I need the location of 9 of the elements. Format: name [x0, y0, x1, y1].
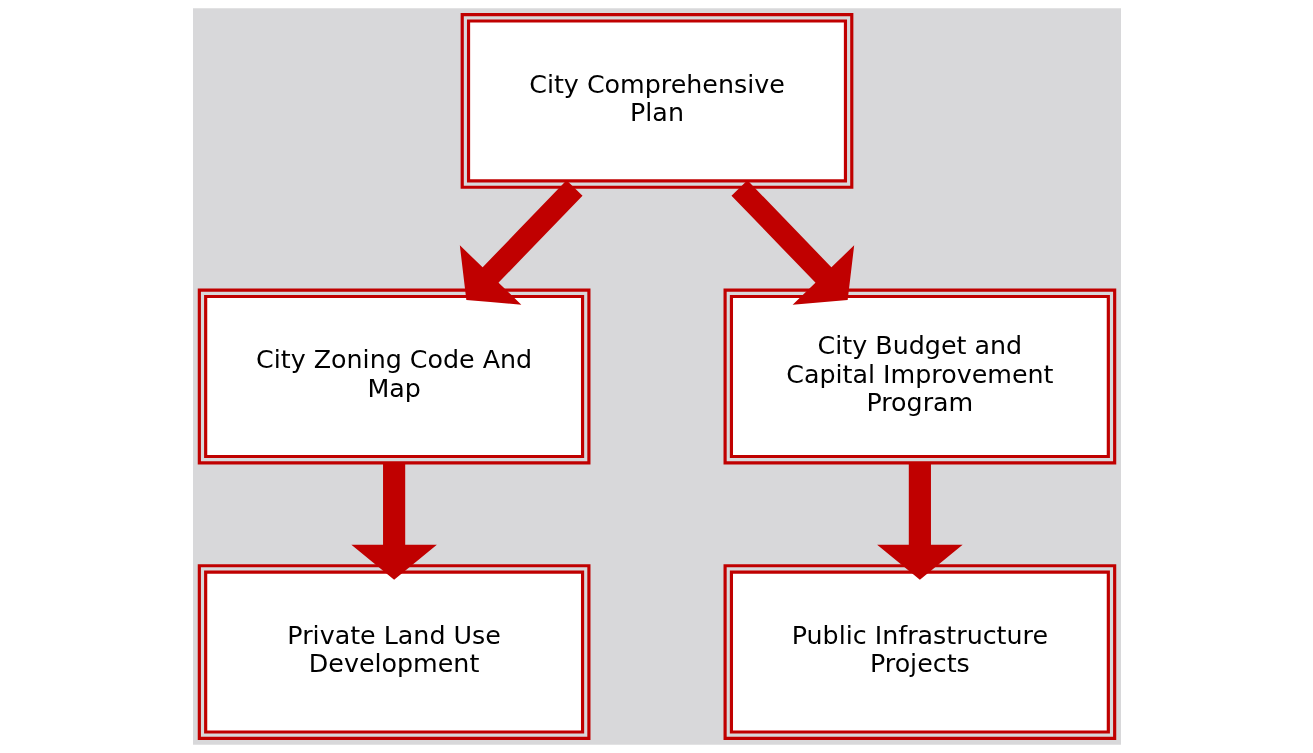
node-box: Private Land Use Development: [197, 564, 590, 740]
arrow: [730, 180, 854, 305]
arrow: [876, 463, 963, 580]
node-box: City Comprehensive Plan: [460, 13, 853, 189]
arrow: [350, 463, 437, 580]
node-box: Public Infrastructure Projects: [723, 564, 1116, 740]
node-box: City Budget and Capital Improvement Program: [723, 288, 1116, 465]
node-box: City Zoning Code And Map: [197, 288, 590, 465]
arrow: [459, 180, 583, 305]
